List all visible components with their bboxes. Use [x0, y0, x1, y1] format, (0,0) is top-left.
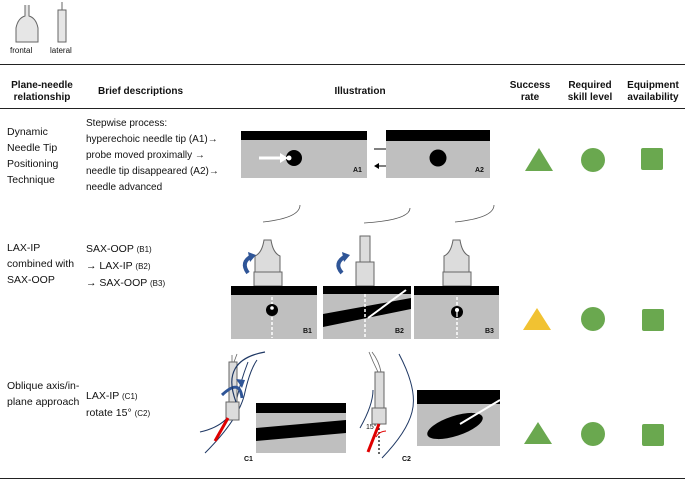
panel-b1 [231, 204, 317, 339]
row-a-ratings [525, 148, 663, 172]
row-b-name: LAX-IP combined with SAX-OOP [7, 242, 75, 286]
success-rate-triangle [525, 148, 553, 171]
panel-b3 [414, 204, 499, 339]
desc-line: needle advanced [86, 182, 163, 193]
success-rate-triangle [524, 422, 552, 444]
panel-label-b1: B1 [303, 328, 312, 335]
row-a-name: Dynamic Needle Tip Positioning Technique [7, 126, 59, 186]
panel-label-b2: B2 [395, 328, 404, 335]
panel-label-c1: C1 [244, 456, 253, 463]
frontal-probe-icon [15, 5, 39, 43]
skill-level-circle [581, 148, 605, 172]
equipment-square [642, 424, 664, 446]
header-rule [0, 108, 685, 109]
desc-line: probe moved proximally → [86, 150, 205, 161]
desc-line: Stepwise process: [86, 118, 168, 129]
skill-level-circle [581, 307, 605, 331]
angle-label: 15° [366, 424, 377, 431]
row-c-ratings [524, 422, 664, 446]
row-c-description: LAX-IP (C1) rotate 15° (C2) [86, 388, 150, 422]
header-equipment: Equipment availability [627, 80, 679, 103]
header-success: Success rate [509, 80, 551, 103]
panel-c2 [359, 351, 501, 459]
desc-line: LAX-IP (C1) [86, 390, 138, 402]
header-illustration: Illustration [334, 86, 386, 97]
desc-line: → SAX-OOP (B3) [86, 277, 166, 289]
equipment-square [641, 148, 663, 170]
skill-level-circle [581, 422, 605, 446]
panel-label-c2: C2 [402, 456, 411, 463]
row-a-description: Stepwise process: hyperechoic needle tip… [86, 116, 219, 196]
desc-line: rotate 15° (C2) [86, 407, 151, 419]
desc-line: hyperechoic needle tip (A1)→ [86, 134, 218, 145]
panel-a2 [386, 130, 490, 178]
lateral-label: lateral [50, 46, 72, 55]
panel-label-b3: B3 [485, 328, 494, 335]
panel-a1 [241, 131, 367, 178]
lateral-probe-icon [57, 2, 67, 43]
desc-line: SAX-OOP (B1) [86, 243, 152, 255]
frontal-label: frontal [10, 46, 33, 55]
header-skill: Required skill level [567, 80, 613, 103]
row-b-description: SAX-OOP (B1) → LAX-IP (B2) → SAX-OOP (B3… [86, 241, 165, 292]
equipment-square [642, 309, 664, 331]
bottom-rule [0, 478, 685, 479]
top-rule [0, 64, 685, 65]
panel-label-a2: A2 [475, 167, 484, 174]
header-descriptions: Brief descriptions [98, 86, 184, 97]
row-b-ratings [523, 307, 664, 331]
success-rate-triangle [523, 308, 551, 330]
panel-b2 [323, 207, 411, 339]
desc-line: → LAX-IP (B2) [86, 260, 151, 272]
row-c-name: Oblique axis/in-plane approach [7, 380, 80, 408]
desc-line: needle tip disappeared (A2)→ [86, 166, 219, 177]
header-relationship: Plane-needle relationship [11, 80, 73, 103]
panel-c1 [199, 351, 346, 454]
panel-label-a1: A1 [353, 167, 362, 174]
